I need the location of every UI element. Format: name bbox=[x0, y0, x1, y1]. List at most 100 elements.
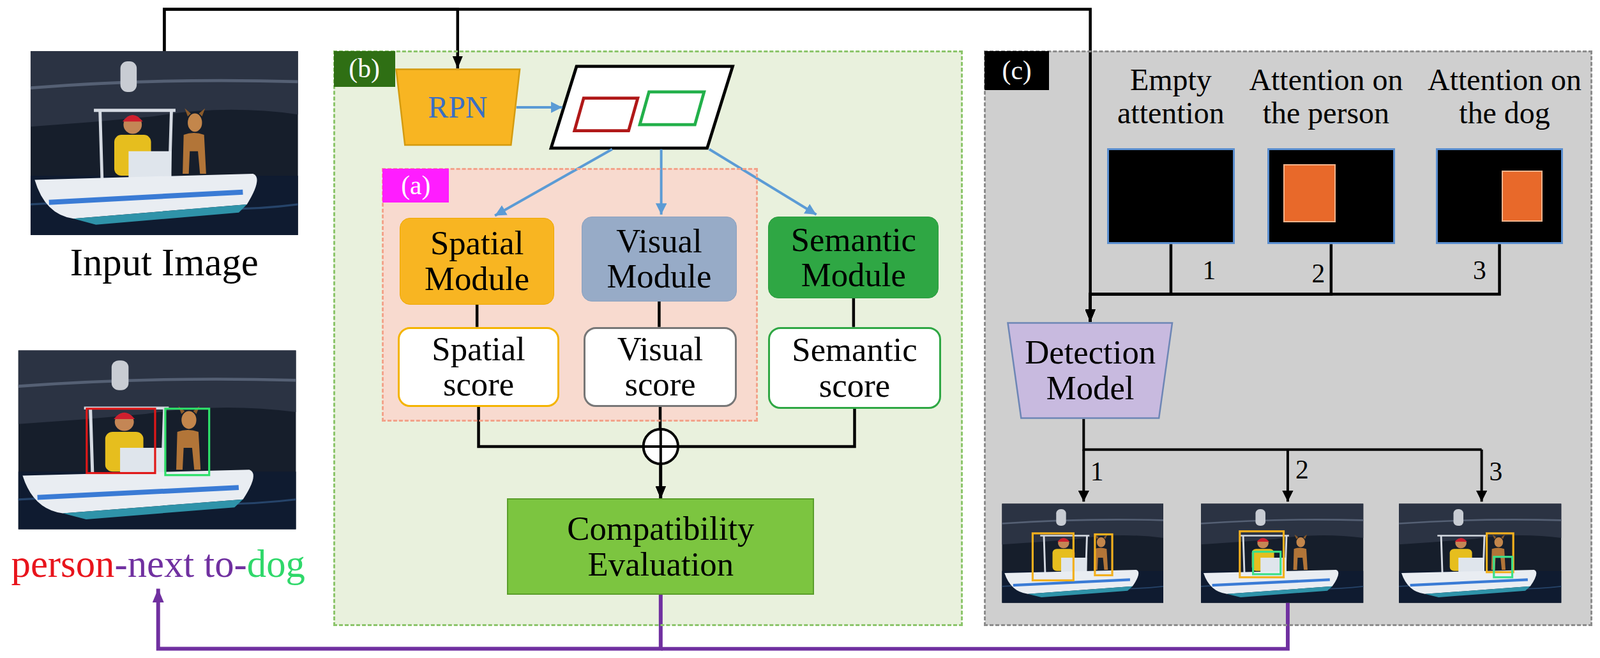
detection-output-wire bbox=[1480, 449, 1484, 502]
attention-square bbox=[1107, 148, 1235, 244]
connector bbox=[852, 298, 856, 327]
callout-anchor: 3 bbox=[1489, 458, 1503, 486]
detection-model: Detection Model bbox=[1006, 321, 1174, 419]
node-text: Spatial Module bbox=[410, 225, 544, 297]
result-photo bbox=[1494, 556, 1513, 578]
rpn-box: RPN bbox=[395, 68, 521, 147]
proposal-sheet bbox=[550, 66, 733, 149]
callout-anchor: 2 bbox=[1312, 260, 1326, 288]
callout-number: 3 bbox=[1489, 458, 1503, 486]
attention-region bbox=[1501, 170, 1543, 222]
callout-number: 1 bbox=[1090, 458, 1104, 486]
proposal-arrow bbox=[494, 107, 816, 216]
panel-fill bbox=[382, 168, 758, 421]
node-text: -next to- bbox=[114, 541, 247, 587]
attention-map: Empty attention bbox=[1081, 63, 1261, 244]
module-box: Spatial Module bbox=[399, 217, 554, 305]
proposal-arrow bbox=[660, 149, 663, 215]
result-photo bbox=[1239, 531, 1284, 578]
trapezoid-outline bbox=[1008, 322, 1173, 418]
connector bbox=[657, 301, 661, 327]
result-photo bbox=[1094, 533, 1113, 575]
callout-number: 2 bbox=[1295, 456, 1309, 484]
sum-symbol bbox=[643, 429, 679, 464]
connector bbox=[475, 304, 479, 327]
connector bbox=[164, 8, 1090, 322]
panel-tag: (c) bbox=[984, 51, 1050, 91]
score-box: Spatial score bbox=[397, 326, 560, 407]
node-text: (c) bbox=[1002, 57, 1032, 85]
connector bbox=[1090, 243, 1332, 322]
node-text: person bbox=[11, 541, 115, 587]
callout-anchor: 1 bbox=[1090, 458, 1104, 486]
sum-symbol bbox=[643, 429, 679, 464]
callout-anchor: 2 bbox=[1295, 456, 1309, 484]
attention-square bbox=[1435, 148, 1564, 244]
connector-group bbox=[158, 8, 1500, 649]
proposal-arrow bbox=[516, 105, 563, 109]
input-photo bbox=[30, 51, 299, 235]
node-text: dog bbox=[247, 541, 306, 587]
attention-map: Attention on the person bbox=[1241, 63, 1421, 244]
compatibility-box: Compatibility Evaluation bbox=[506, 498, 815, 594]
detection-output-wire bbox=[1286, 449, 1290, 502]
output-photo bbox=[18, 350, 297, 530]
node-text: Visual Module bbox=[593, 223, 726, 295]
node-text: Attention on the dog bbox=[1415, 63, 1595, 130]
node-text: RPN bbox=[427, 91, 488, 124]
result-photo bbox=[1253, 551, 1281, 574]
panel-tag: (b) bbox=[333, 51, 396, 87]
node-text: Spatial score bbox=[412, 331, 546, 403]
panel-fill bbox=[333, 51, 963, 626]
input-image: Input Image bbox=[30, 51, 299, 285]
callout-number: 2 bbox=[1312, 260, 1326, 288]
result-photo bbox=[1032, 533, 1074, 581]
proposal-arrow bbox=[709, 149, 817, 215]
detection-output-wire bbox=[1083, 418, 1482, 450]
caption: person-next to-dog bbox=[5, 541, 311, 587]
node-text: Semantic score bbox=[783, 332, 927, 403]
panel-tag: (a) bbox=[382, 168, 449, 203]
connector bbox=[164, 8, 458, 69]
node-text: Detection Model bbox=[1016, 334, 1165, 406]
score-box: Semantic score bbox=[768, 326, 941, 409]
connector bbox=[1090, 243, 1171, 322]
trapezoid-outline bbox=[395, 69, 520, 146]
detection-output-wire bbox=[1082, 449, 1085, 502]
panel-b: (b) RPN (a) Spatial Module Visual ModuleSpat… bbox=[333, 51, 963, 626]
output-photo bbox=[86, 408, 156, 474]
proposal-arrow bbox=[494, 149, 613, 216]
result-photo bbox=[1200, 503, 1364, 603]
sum-symbol bbox=[643, 429, 679, 464]
node-text: Visual score bbox=[593, 331, 727, 403]
caption: Input Image bbox=[30, 240, 299, 285]
score-box: Visual score bbox=[583, 326, 737, 407]
panel-c: (c) Empty attentionAttention on the perso… bbox=[984, 51, 1592, 626]
module-box: Visual Module bbox=[581, 216, 737, 302]
proposal-sheet bbox=[639, 91, 705, 125]
node-text: (a) bbox=[400, 172, 431, 200]
panel-fill bbox=[984, 51, 1592, 626]
node-text: Input Image bbox=[70, 240, 259, 285]
callout-number: 3 bbox=[1472, 257, 1487, 285]
result-photo bbox=[1001, 503, 1164, 603]
node-text: Semantic Module bbox=[782, 222, 926, 294]
callout-anchor: 1 bbox=[1202, 257, 1216, 285]
attention-square bbox=[1267, 148, 1396, 244]
callout-anchor: 3 bbox=[1472, 257, 1487, 285]
attention-heading: Attention on the person bbox=[1236, 63, 1416, 130]
callout-number: 1 bbox=[1202, 257, 1216, 285]
connector bbox=[478, 406, 661, 499]
connector bbox=[660, 408, 855, 499]
proposal-sheet bbox=[574, 98, 638, 131]
node-text: Empty attention bbox=[1081, 63, 1261, 130]
connector bbox=[1090, 243, 1500, 322]
proposal-sheet bbox=[550, 66, 733, 149]
attention-heading: Attention on the dog bbox=[1415, 63, 1595, 130]
connector bbox=[158, 588, 661, 649]
result-photo bbox=[1200, 503, 1364, 603]
output-image: person-next to-dog bbox=[5, 350, 311, 587]
result-photo bbox=[1001, 503, 1164, 603]
result-photo bbox=[1398, 503, 1562, 603]
